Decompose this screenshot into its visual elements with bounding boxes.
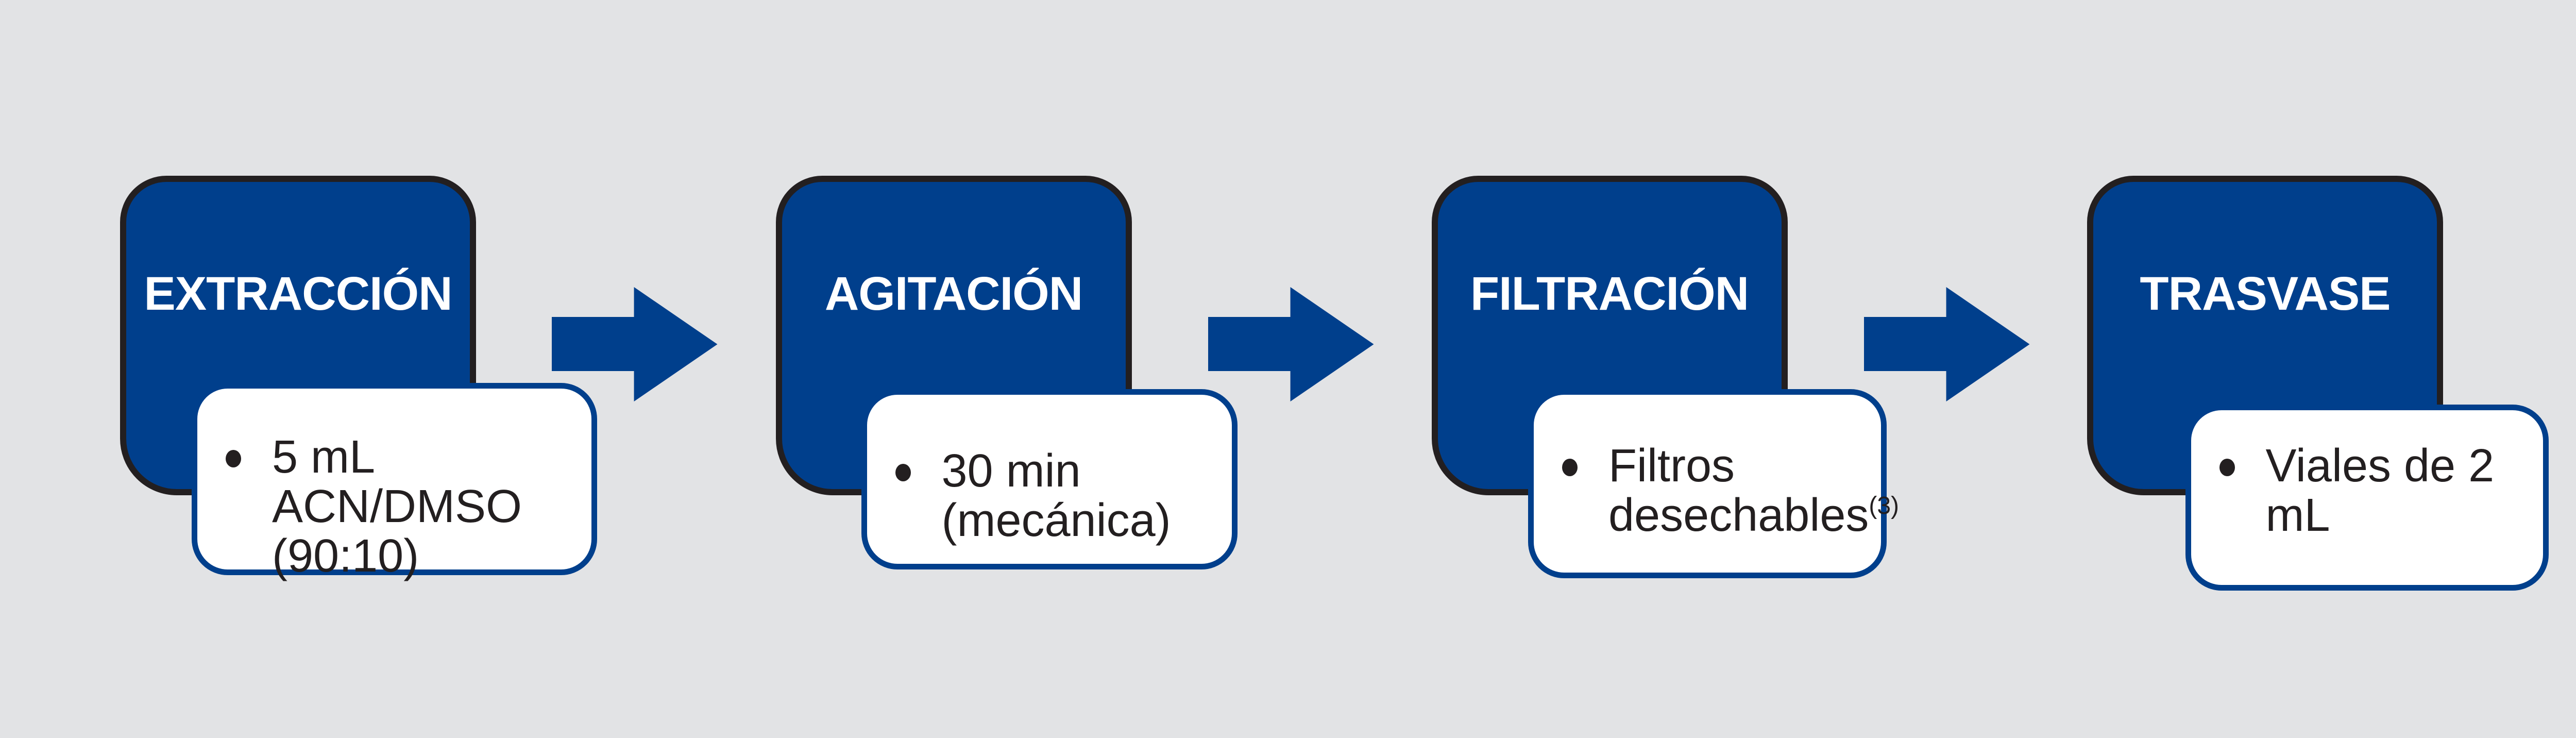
detail-item: 30 min (mecánica) bbox=[895, 446, 1222, 545]
bullet-icon bbox=[226, 450, 241, 467]
step-title: FILTRACIÓN bbox=[1470, 267, 1749, 320]
reference-superscript: (3) bbox=[1869, 492, 1900, 519]
step-filtracion-detail-card: Filtros desechables(3) bbox=[1528, 389, 1899, 578]
step-extraccion-detail-card: 5 mL ACN/DMSO (90:10) bbox=[192, 383, 597, 581]
step-trasvase-detail-card: Viales de 2 mL bbox=[2185, 405, 2549, 591]
arrow-right-icon bbox=[1864, 287, 2030, 401]
detail-item: Viales de 2 mL bbox=[2219, 441, 2533, 540]
detail-item: Filtros desechables(3) bbox=[1562, 440, 1899, 541]
detail-text: 5 mL ACN/DMSO (90:10) bbox=[272, 431, 522, 582]
step-agitacion-detail-card: 30 min (mecánica) bbox=[861, 389, 1238, 569]
arrow-right-icon bbox=[552, 287, 718, 401]
step-title: EXTRACCIÓN bbox=[144, 267, 452, 320]
detail-text: Filtros desechables bbox=[1608, 440, 1869, 541]
bullet-icon bbox=[895, 464, 911, 481]
detail-item: 5 mL ACN/DMSO (90:10) bbox=[226, 432, 581, 581]
detail-text: 30 min (mecánica) bbox=[941, 445, 1171, 546]
detail-text: Viales de 2 mL bbox=[2265, 440, 2495, 541]
bullet-icon bbox=[1562, 459, 1578, 476]
step-title: AGITACIÓN bbox=[824, 267, 1083, 320]
step-title: TRASVASE bbox=[2140, 267, 2391, 320]
arrow-right-icon bbox=[1208, 287, 1374, 401]
bullet-icon bbox=[2219, 459, 2235, 476]
